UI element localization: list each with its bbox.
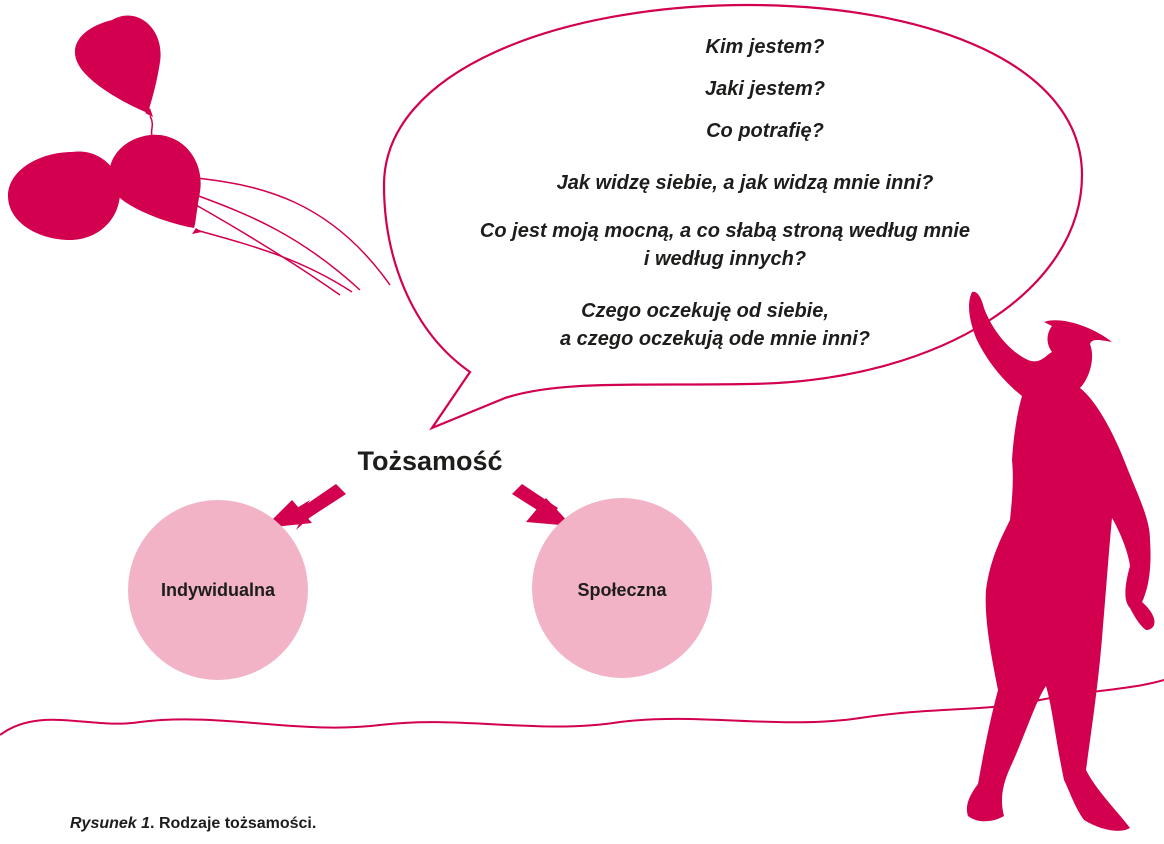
question-6-line-2: a czego oczekują ode mnie inni? (559, 328, 871, 350)
diagram-root-label: Tożsamość (357, 446, 503, 476)
question-6-line-1: Czego oczekuję od siebie, (581, 300, 829, 322)
balloons-icon (8, 15, 202, 240)
question-4: Jak widzę siebie, a jak widzą mnie inni? (556, 172, 934, 194)
arrow-right-down-icon (512, 484, 572, 526)
person-silhouette-icon (966, 291, 1155, 831)
figure-label: Rysunek 1 (70, 815, 151, 832)
question-1: Kim jestem? (705, 36, 825, 58)
figure-caption-text: . Rodzaje tożsamości. (150, 815, 317, 832)
arrow-left-down-icon (264, 484, 346, 530)
figure-caption: Rysunek 1. Rodzaje tożsamości. (70, 815, 316, 833)
question-5-line-2: i według innych? (643, 248, 807, 270)
question-3: Co potrafię? (706, 120, 824, 142)
circle-indywidualna (128, 500, 308, 680)
circle-spoleczna (532, 498, 712, 678)
circle-label-spoleczna: Społeczna (577, 580, 667, 600)
circle-label-indywidualna: Indywidualna (160, 580, 275, 600)
speech-bubble (382, 3, 1084, 431)
balloon-strings (149, 115, 391, 296)
question-5-line-1: Co jest moją mocną, a co słabą stroną we… (479, 220, 971, 242)
question-2: Jaki jestem? (704, 78, 826, 100)
